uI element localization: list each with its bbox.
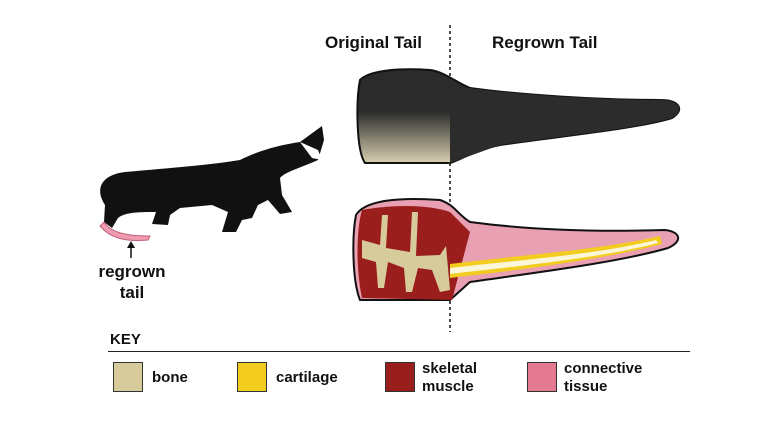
key-divider: [108, 351, 690, 352]
key-label-skeletal-muscle: skeletal muscle: [422, 360, 477, 396]
alligator-silhouette: [99, 126, 325, 241]
key-label-connective-tissue: connective tissue: [564, 360, 642, 396]
key-label-line: connective: [564, 360, 643, 377]
regrown-tail-label: regrown tail: [90, 261, 174, 303]
label-line-2: tail: [119, 283, 145, 302]
heading-regrown-tail: Regrown Tail: [492, 33, 598, 52]
label-line-1: regrown: [98, 262, 166, 281]
swatch-cartilage: [237, 362, 267, 392]
swatch-bone: [113, 362, 143, 392]
key-title: KEY: [110, 331, 141, 348]
key-label-bone: bone: [152, 369, 188, 386]
key-label-line: tissue: [564, 378, 608, 395]
swatch-skeletal-muscle: [385, 362, 415, 392]
key-label-line: skeletal: [422, 360, 478, 377]
tail-exterior: [356, 68, 681, 164]
tail-cross-section: [352, 197, 680, 301]
key-label-cartilage: cartilage: [276, 369, 338, 386]
arrowhead: [127, 241, 135, 248]
swatch-connective-tissue: [527, 362, 557, 392]
heading-original-tail: Original Tail: [325, 33, 422, 52]
key-label-line: muscle: [422, 378, 474, 395]
